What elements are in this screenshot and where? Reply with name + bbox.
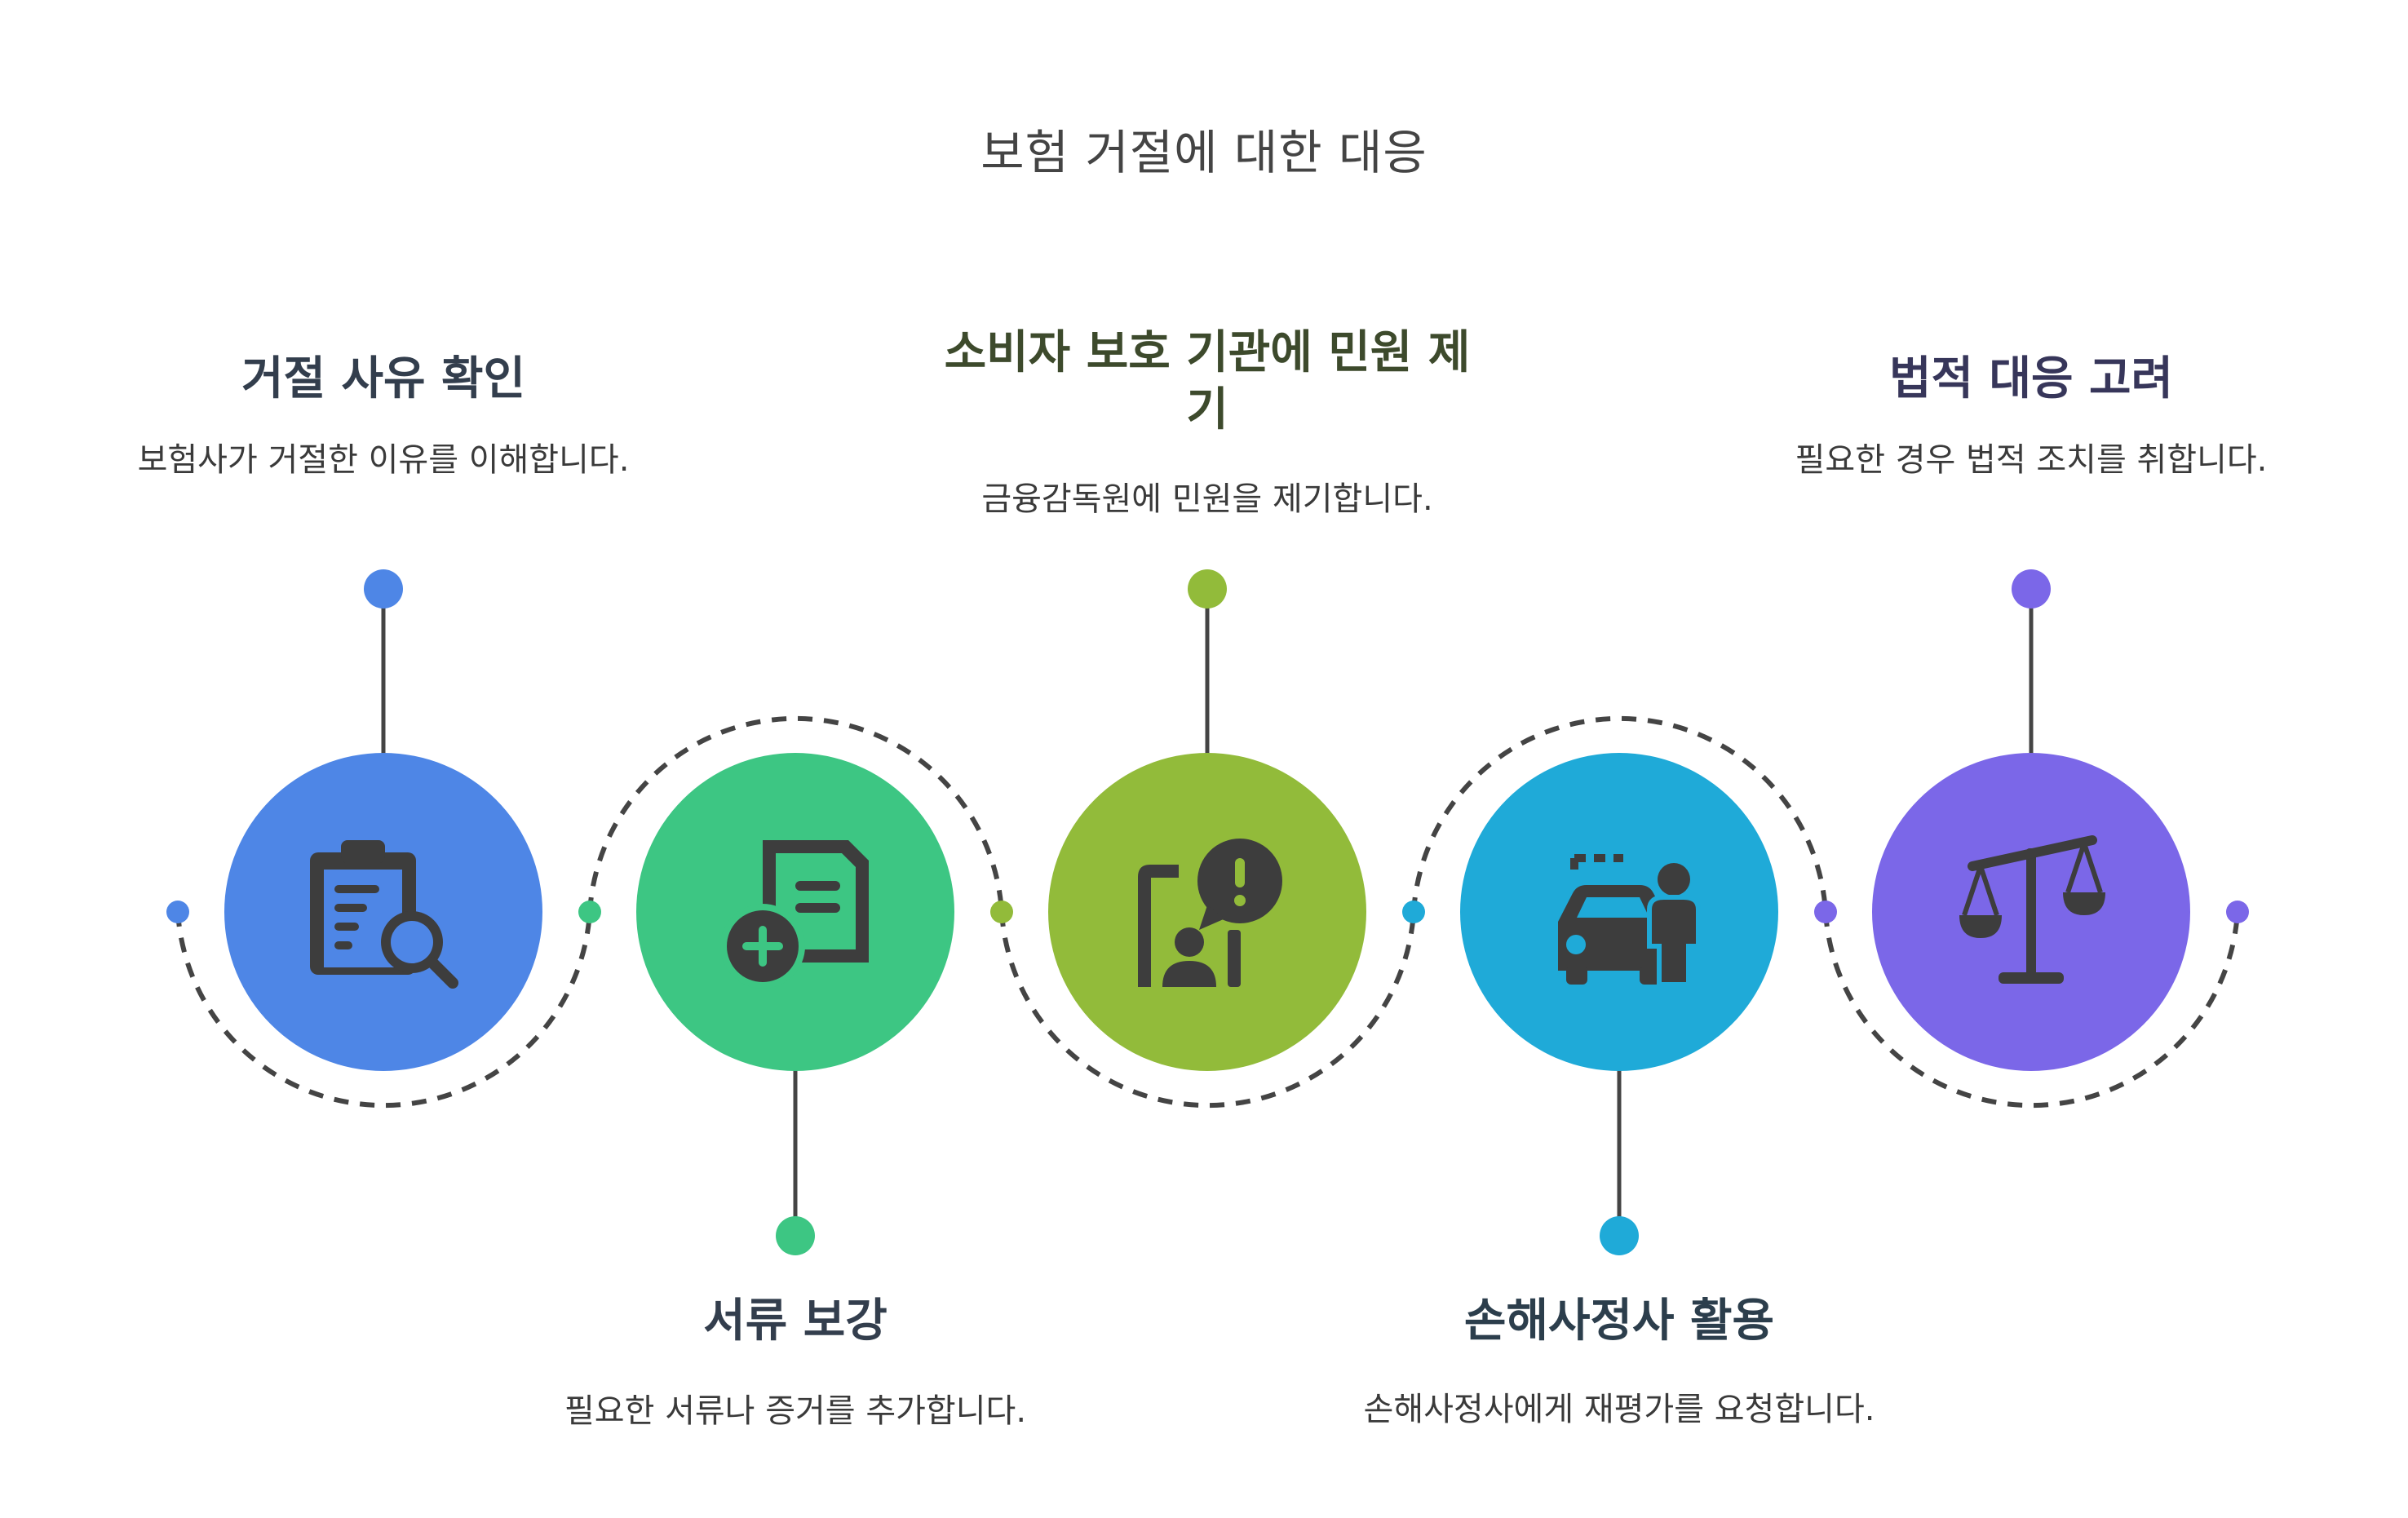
step-desc-1: 보험사가 거절한 이유를 이해합니다. (137, 441, 630, 479)
arc-1 (175, 911, 592, 1109)
document-add-icon (720, 840, 869, 989)
step-title-4: 손해사정사 활용 (1463, 1295, 1775, 1348)
step-title-5: 법적 대응 고려 (1888, 352, 2174, 405)
step-desc-5: 필요한 경우 법적 조치를 취합니다. (1795, 441, 2268, 479)
step-desc-3: 금융감독원에 민원을 제기합니다. (981, 480, 1433, 518)
arc-5 (1823, 911, 2240, 1109)
junction-dot (1814, 901, 1837, 923)
clipboard-search-icon (310, 840, 458, 989)
step-title-3: 소비자 보호 기관에 민원 제기 (944, 326, 1471, 436)
complaint-alert-icon (1138, 839, 1282, 987)
stem-dot (1600, 1216, 1639, 1255)
diagram-title: 보험 거절에 대한 대응 (980, 125, 1428, 180)
stem-end-dots (364, 569, 2051, 1255)
junction-dot (2226, 901, 2249, 923)
stem-dot (364, 569, 403, 609)
step-desc-4: 손해사정사에게 재평가를 요청합니다. (1363, 1391, 1875, 1428)
junction-dot (166, 901, 189, 923)
scales-icon (1959, 835, 2105, 984)
junction-dot (990, 901, 1013, 923)
junction-dots (166, 901, 2249, 923)
arc-3 (999, 911, 1416, 1109)
stem-dot (1188, 569, 1227, 609)
stem-dot (776, 1216, 815, 1255)
stem-dot (2012, 569, 2051, 609)
stems (381, 589, 2034, 1236)
car-adjuster-icon (1558, 854, 1701, 987)
junction-dot (578, 901, 601, 923)
arc-4 (1411, 715, 1828, 913)
dashed-connectors (175, 715, 2240, 1109)
step-title-2: 서류 보강 (703, 1295, 888, 1348)
step-title-1: 거절 사유 확인 (241, 352, 526, 405)
junction-dot (1402, 901, 1425, 923)
arc-2 (587, 715, 1004, 913)
step-desc-2: 필요한 서류나 증거를 추가합니다. (564, 1392, 1027, 1430)
